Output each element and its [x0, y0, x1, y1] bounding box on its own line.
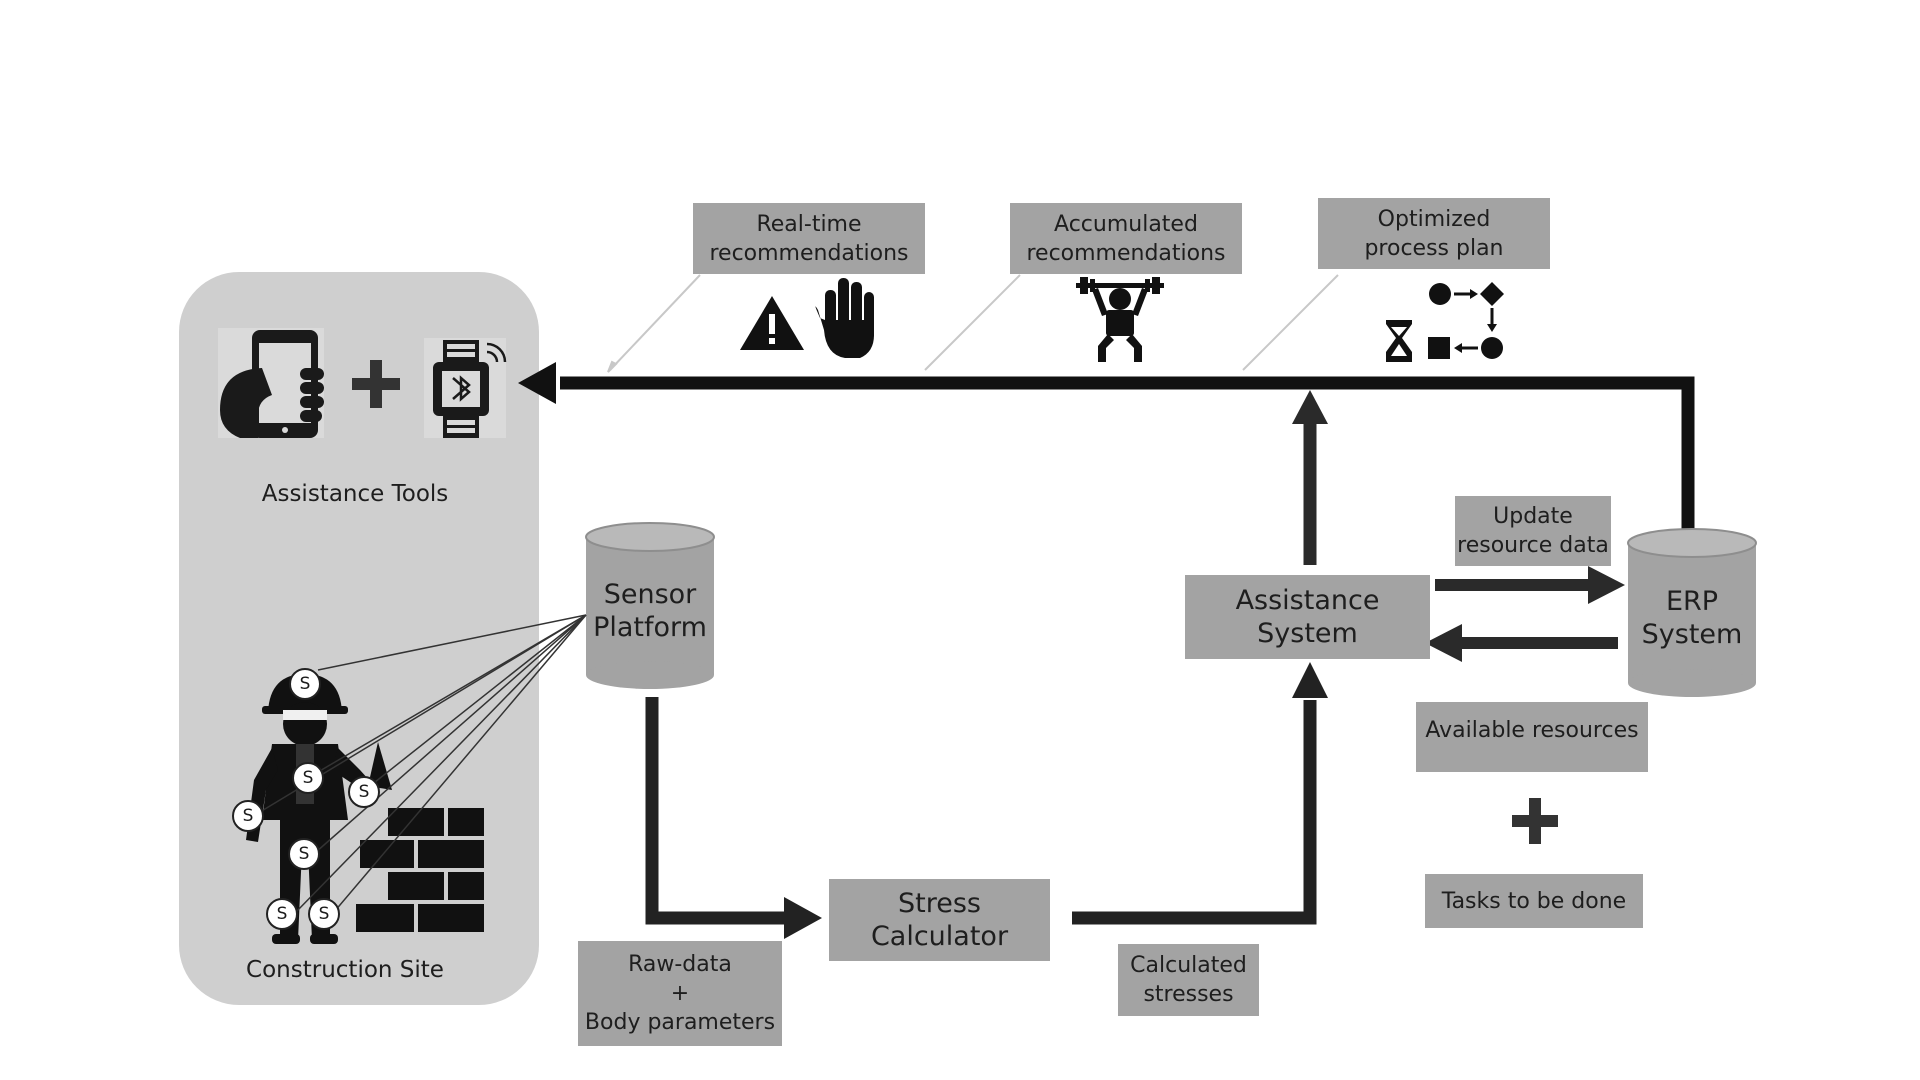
- accumulated-recommendations-box: Accumulated recommendations: [1010, 203, 1242, 274]
- optimized-process-plan-box: Optimized process plan: [1318, 198, 1550, 269]
- plus-icon: [352, 360, 400, 408]
- sensor-marker-chest: S: [292, 762, 324, 794]
- assistance-system-box: Assistance System: [1185, 575, 1430, 659]
- stop-hand-icon: [815, 278, 874, 358]
- sensor-marker-right-hand: S: [348, 776, 380, 808]
- sensor-platform-cylinder: [585, 522, 715, 689]
- sensor-marker-left-knee: S: [266, 898, 298, 930]
- raw-data-box: Raw-data + Body parameters: [578, 941, 782, 1046]
- realtime-recommendations-box: Real-time recommendations: [693, 203, 925, 274]
- sensor-marker-head: S: [289, 668, 321, 700]
- sensor-platform-label: Sensor Platform: [593, 579, 707, 643]
- assistance-tools-label: Assistance Tools: [261, 481, 449, 507]
- calculated-stresses-box: Calculated stresses: [1118, 944, 1259, 1016]
- calculated-stress-arrow: [1072, 662, 1328, 925]
- erp-cylinder: [1627, 528, 1757, 697]
- smartphone-hand-icon: [218, 328, 324, 438]
- process-flow-icon: [1386, 282, 1504, 362]
- assistance-up-arrow: [1292, 390, 1328, 565]
- warning-icon: [740, 296, 804, 350]
- raw-data-arrow: [645, 697, 822, 939]
- smartwatch-bluetooth-icon: [424, 338, 507, 438]
- tasks-to-be-done-box: Tasks to be done: [1425, 874, 1643, 928]
- plus-icon-resources: [1512, 798, 1558, 844]
- stress-calculator-box: Stress Calculator: [829, 879, 1050, 961]
- available-resources-box: Available resources: [1416, 702, 1648, 772]
- construction-site-label: Construction Site: [246, 957, 444, 983]
- update-arrow: [1435, 566, 1625, 604]
- sensor-marker-right-knee: S: [308, 898, 340, 930]
- sensor-marker-hip: S: [288, 838, 320, 870]
- sensor-marker-left-hand: S: [232, 800, 264, 832]
- brick-wall-icon: [356, 808, 484, 932]
- weightlifter-icon: [1076, 277, 1164, 362]
- erp-system-label: ERP System: [1641, 586, 1743, 650]
- available-arrow: [1425, 624, 1618, 662]
- top-feedback-arrow: [518, 362, 1695, 535]
- update-resource-data-box: Update resource data: [1455, 496, 1611, 566]
- pointer-lines: [607, 274, 1339, 373]
